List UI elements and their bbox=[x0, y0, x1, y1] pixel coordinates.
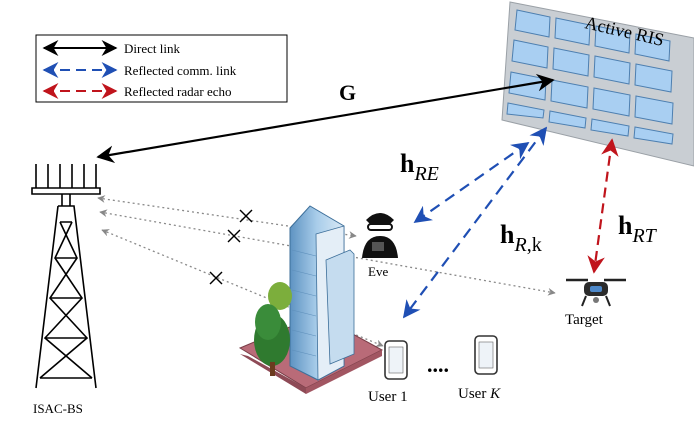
bs-user1-path bbox=[101, 229, 384, 347]
isac-bs-tower-icon bbox=[31, 164, 101, 389]
ris-element-grid bbox=[506, 9, 674, 145]
bs-label: ISAC-BS bbox=[33, 401, 83, 416]
channel-g-label: G bbox=[339, 80, 356, 105]
channel-h-rt-label: hRT bbox=[618, 211, 658, 247]
legend: Direct link Reflected comm. link Reflect… bbox=[35, 34, 288, 103]
legend-comm-label: Reflected comm. link bbox=[124, 63, 237, 78]
target-label: Target bbox=[565, 312, 604, 328]
active-ris: Active RIS bbox=[501, 1, 694, 167]
user1-phone-icon bbox=[384, 340, 408, 380]
legend-radar-label: Reflected radar echo bbox=[124, 84, 232, 99]
userk-label: User K bbox=[458, 386, 501, 402]
legend-direct-label: Direct link bbox=[124, 41, 180, 56]
city-building-icon bbox=[238, 205, 384, 394]
channel-h-re-label: hRE bbox=[400, 149, 439, 185]
eve-label: Eve bbox=[368, 264, 388, 279]
target-drone-icon bbox=[566, 278, 626, 307]
eve-icon bbox=[362, 213, 398, 258]
userk-phone-icon bbox=[474, 335, 498, 375]
channel-h-rk-label: hR,k bbox=[500, 220, 542, 256]
users-ellipsis: .... bbox=[427, 352, 449, 377]
channel-g-link bbox=[96, 73, 555, 164]
channel-h-rt-link bbox=[587, 138, 619, 274]
user1-label: User 1 bbox=[368, 389, 408, 405]
channel-h-rk-link bbox=[402, 126, 548, 319]
blockage-marks bbox=[209, 209, 253, 285]
